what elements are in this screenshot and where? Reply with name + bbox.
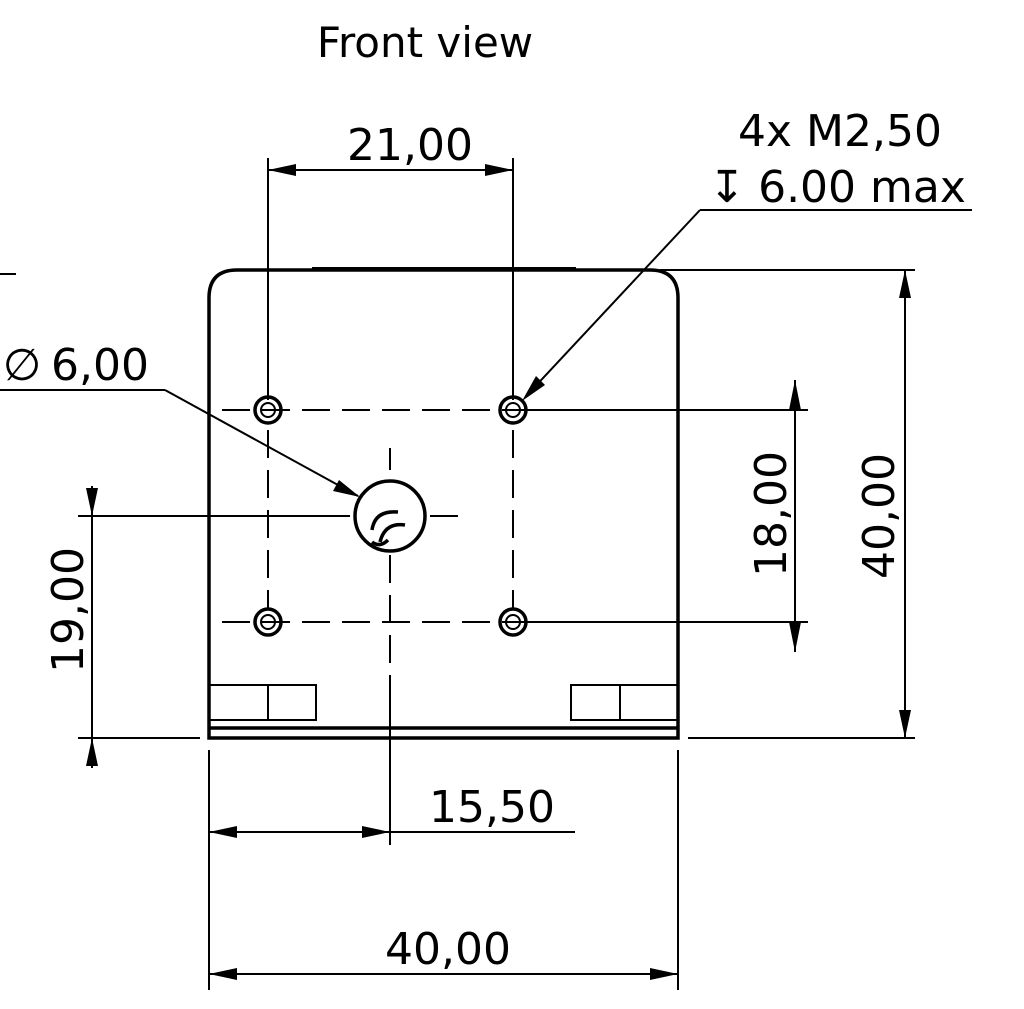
part-outline [207, 268, 680, 740]
dimension-bore-height: 19,00 [43, 486, 350, 768]
base-slot-left [209, 684, 317, 721]
dim-text-hole-spacing-vertical: 18,00 [746, 451, 797, 577]
dim-text-bore-offset: 15,50 [429, 782, 555, 833]
dim-text-overall-height: 40,00 [854, 453, 905, 579]
dimension-overall-width: 40,00 [209, 750, 679, 990]
thread-callout-text: 4x M2,50 [738, 106, 942, 157]
central-bore [353, 479, 427, 553]
dim-text-bore-height: 19,00 [43, 547, 94, 673]
threaded-hole-bottom-left [253, 607, 283, 637]
dimension-hole-spacing-vertical: 18,00 [526, 380, 808, 652]
dim-text-overall-width: 40,00 [385, 924, 511, 975]
dimension-hole-spacing-horizontal: 21,00 [267, 120, 514, 400]
thread-depth-symbol: ↧ [709, 162, 746, 213]
thread-callout: 4x M2,50 ↧ 6.00 max [522, 106, 972, 401]
bore-diameter-callout: ∅ 6,00 [0, 273, 360, 497]
view-title: Front view [317, 18, 533, 67]
base-slot-right [570, 684, 678, 721]
dimension-overall-height: 40,00 [660, 269, 915, 739]
thread-depth-text: 6.00 max [758, 162, 966, 213]
dimension-bore-offset: 15,50 [208, 680, 575, 990]
bore-diameter-text: 6,00 [51, 340, 149, 391]
bore-diameter-symbol: ∅ [3, 340, 41, 391]
dim-text-hole-spacing-horizontal: 21,00 [347, 120, 473, 171]
